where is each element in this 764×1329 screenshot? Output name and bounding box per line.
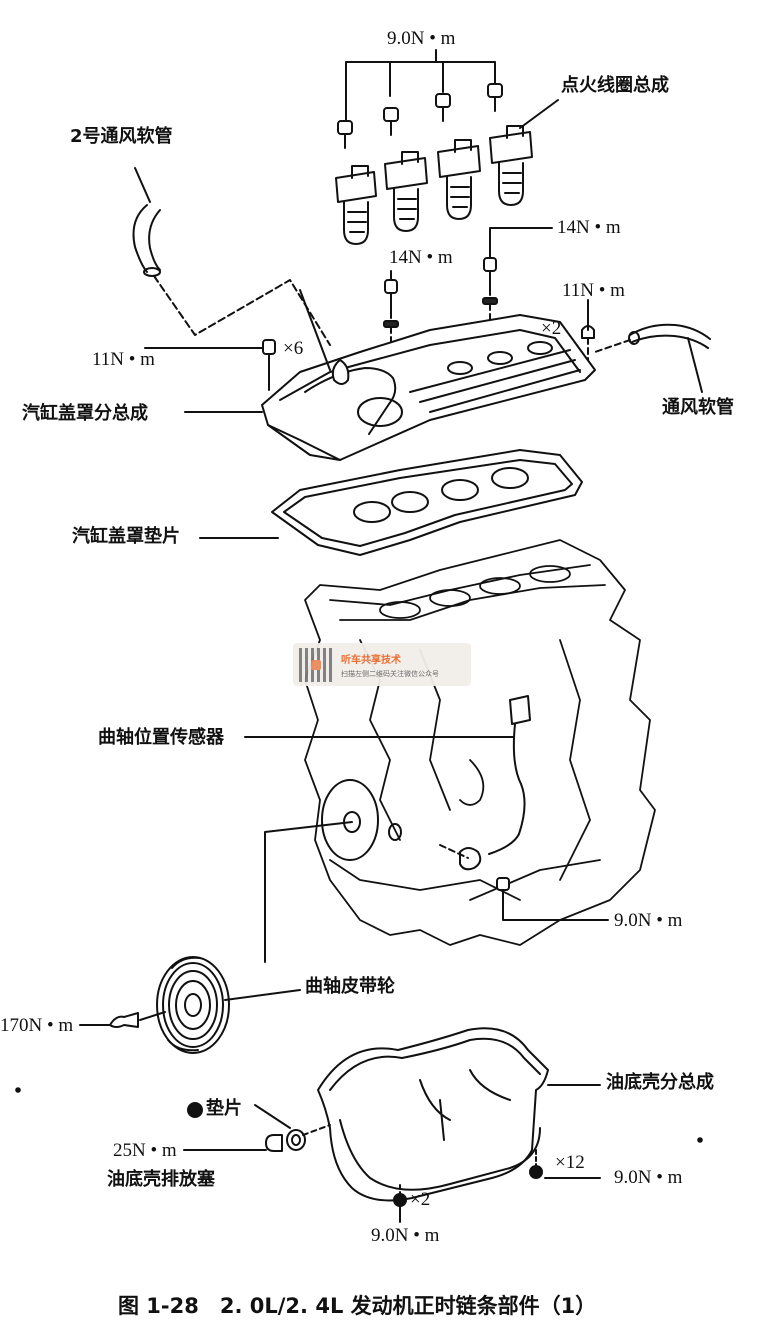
ignition-coils xyxy=(335,99,559,245)
timing-cover-front xyxy=(264,779,402,963)
cover-bolts xyxy=(144,227,595,391)
quantity-label-x2-top: ×2 xyxy=(541,318,562,339)
qr-code-icon xyxy=(299,647,333,682)
watermark-subtitle: 扫描左侧二维码关注微信公众号 xyxy=(341,669,439,678)
torque-label-sensor-bolt: 9.0N • m xyxy=(614,910,683,931)
watermark-title: 听车共享技术 xyxy=(341,654,401,666)
label-ventilation-hose-2: 2号通风软管 xyxy=(70,126,173,147)
label-crankshaft-pulley: 曲轴皮带轮 xyxy=(305,976,395,997)
drain-plug xyxy=(183,1104,331,1152)
torque-label-25: 25N • m xyxy=(113,1140,177,1161)
engine-block xyxy=(304,539,656,946)
quantity-label-x12: ×12 xyxy=(555,1152,585,1173)
ventilation-hose xyxy=(594,323,711,393)
quantity-label-x6: ×6 xyxy=(283,338,304,359)
crank-position-sensor xyxy=(244,695,609,921)
oil-pan xyxy=(317,1027,601,1223)
torque-label-170: 170N • m xyxy=(0,1015,74,1036)
torque-label-14-right: 14N • m xyxy=(557,217,621,238)
torque-label-11-right: 11N • m xyxy=(562,280,625,301)
label-oil-pan-assembly: 油底壳分总成 xyxy=(606,1072,714,1093)
label-ignition-coil: 点火线圈总成 xyxy=(561,75,669,96)
torque-label-11-left: 11N • m xyxy=(92,349,155,370)
cylinder-head-cover xyxy=(184,289,596,461)
quantity-label-x2-bottom: ×2 xyxy=(410,1189,431,1210)
label-drain-plug: 油底壳排放塞 xyxy=(107,1169,215,1190)
watermark-banner: 听车共享技术 扫描左侧二维码关注微信公众号 xyxy=(293,643,471,686)
torque-label-pan-right: 9.0N • m xyxy=(614,1167,683,1188)
label-cover-gasket: 汽缸盖罩垫片 xyxy=(72,526,180,547)
coil-bolts xyxy=(337,49,503,149)
torque-label-coil-bolts: 9.0N • m xyxy=(387,28,456,49)
label-crank-position-sensor: 曲轴位置传感器 xyxy=(98,727,224,748)
label-ventilation-hose: 通风软管 xyxy=(662,397,734,418)
torque-label-pan-bottom: 9.0N • m xyxy=(371,1225,440,1246)
crankshaft-pulley xyxy=(79,956,301,1054)
label-cylinder-head-cover: 汽缸盖罩分总成 xyxy=(22,403,148,424)
figure-caption: 图 1-28 2. 0L/2. 4L 发动机正时链条部件（1） xyxy=(118,1294,597,1318)
label-gasket: 垫片 xyxy=(206,1098,242,1119)
cover-gasket xyxy=(199,449,583,556)
torque-label-14-left: 14N • m xyxy=(389,247,453,268)
ventilation-hose-2 xyxy=(132,167,331,346)
